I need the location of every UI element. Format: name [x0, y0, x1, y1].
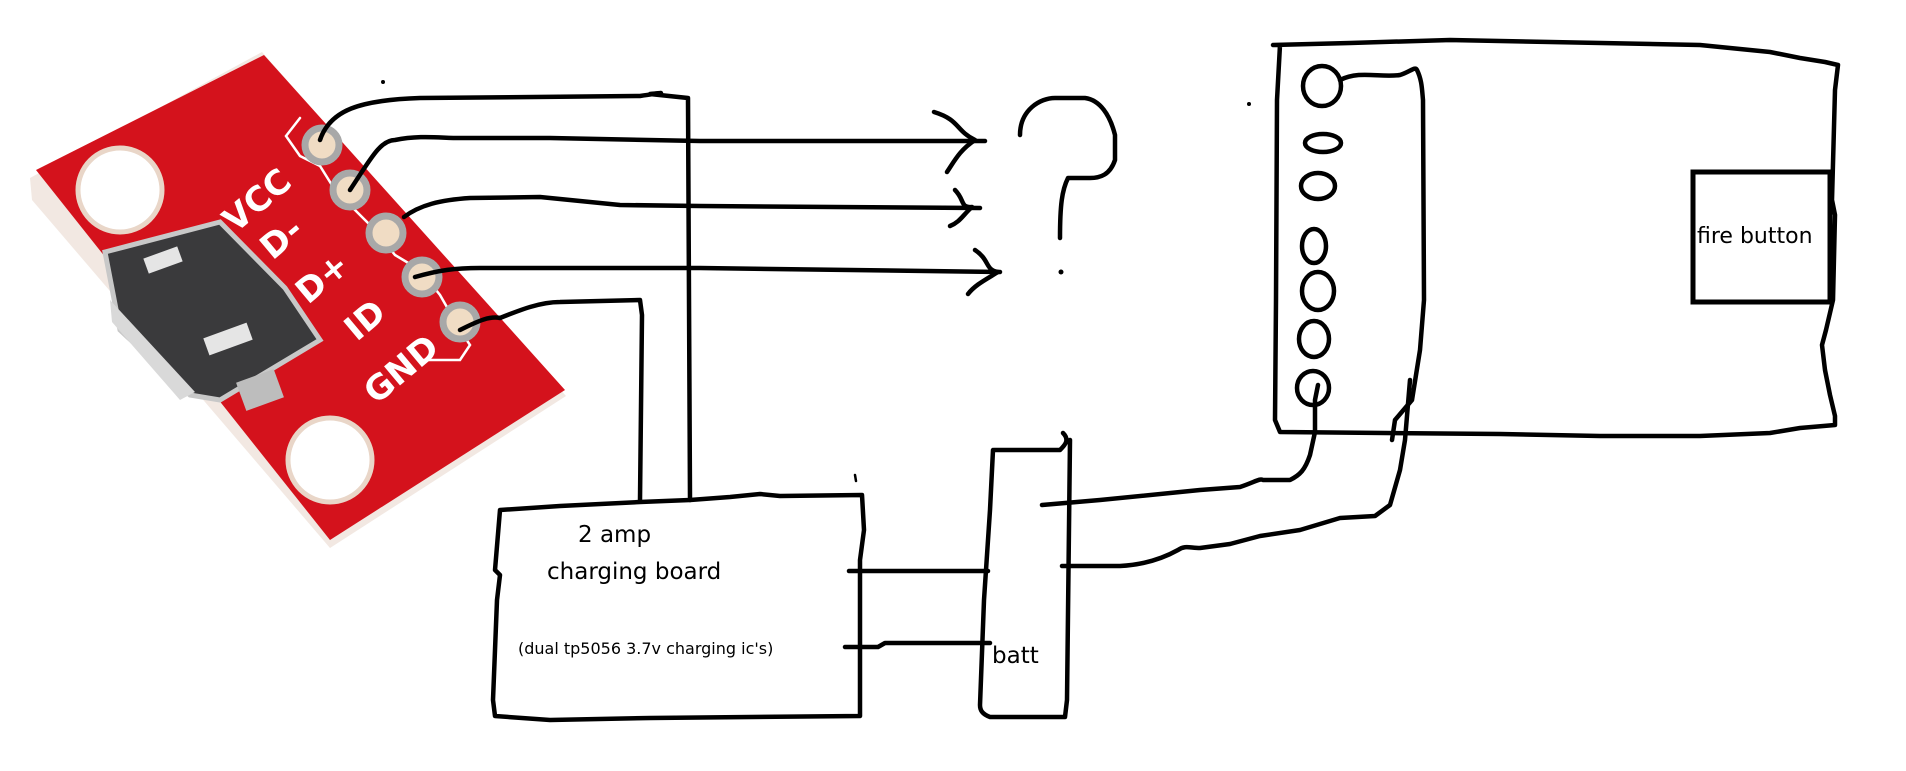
contact-1 [1300, 63, 1344, 109]
usb-wires [317, 90, 1003, 503]
contact-6 [1296, 318, 1332, 360]
battery-outline [977, 430, 1073, 720]
wire-d-minus [347, 134, 988, 193]
wire-gnd [457, 297, 645, 503]
pad-d-plus [365, 212, 407, 254]
battery: batt [977, 377, 1413, 720]
usb-breakout-board: VCC D- D+ ID GND [30, 52, 566, 548]
pcb-body [36, 55, 565, 540]
fire-button-label: fire button [1697, 224, 1813, 249]
pad-vcc [301, 124, 343, 166]
charging-board-outline [490, 491, 867, 723]
micro-usb-connector [102, 219, 324, 411]
stray-mark [1247, 102, 1251, 106]
contact-2 [1302, 131, 1344, 155]
question-mark-icon [1017, 95, 1118, 241]
wire-batt-device-1 [1039, 382, 1321, 508]
unknown-target [931, 95, 1118, 297]
stray-mark [381, 80, 385, 84]
wire-vcc [317, 90, 693, 503]
battery-label: batt [992, 643, 1039, 669]
arrowhead-3 [965, 247, 1001, 297]
device-contacts [1294, 63, 1344, 408]
contact-4 [1299, 226, 1329, 266]
arrowhead-2 [947, 187, 975, 229]
mounting-hole-top [75, 145, 165, 235]
device-board-outline [1270, 37, 1841, 439]
wire-id [412, 265, 1003, 280]
charging-board-title-2: charging board [547, 559, 721, 585]
stray-mark [853, 473, 858, 483]
fire-button[interactable] [1690, 169, 1833, 305]
wire-charger-batt-2 [842, 640, 993, 650]
device-board: fire button [1270, 37, 1841, 443]
charging-board-note: (dual tp5056 3.7v charging ic's) [518, 639, 773, 658]
contact-7 [1294, 368, 1332, 408]
charging-board: 2 amp charging board (dual tp5056 3.7v c… [490, 491, 993, 723]
question-mark-dot [1058, 269, 1064, 275]
contact-strip-outline [1337, 66, 1427, 443]
pin-pads [301, 124, 481, 343]
wire-d-plus [401, 194, 983, 220]
wire-batt-device-2 [1059, 377, 1413, 569]
contact-3 [1298, 170, 1338, 202]
charging-board-title-1: 2 amp [578, 522, 651, 548]
mounting-hole-bottom [285, 415, 375, 505]
contact-5 [1299, 269, 1337, 313]
arrowhead-1 [931, 109, 978, 175]
